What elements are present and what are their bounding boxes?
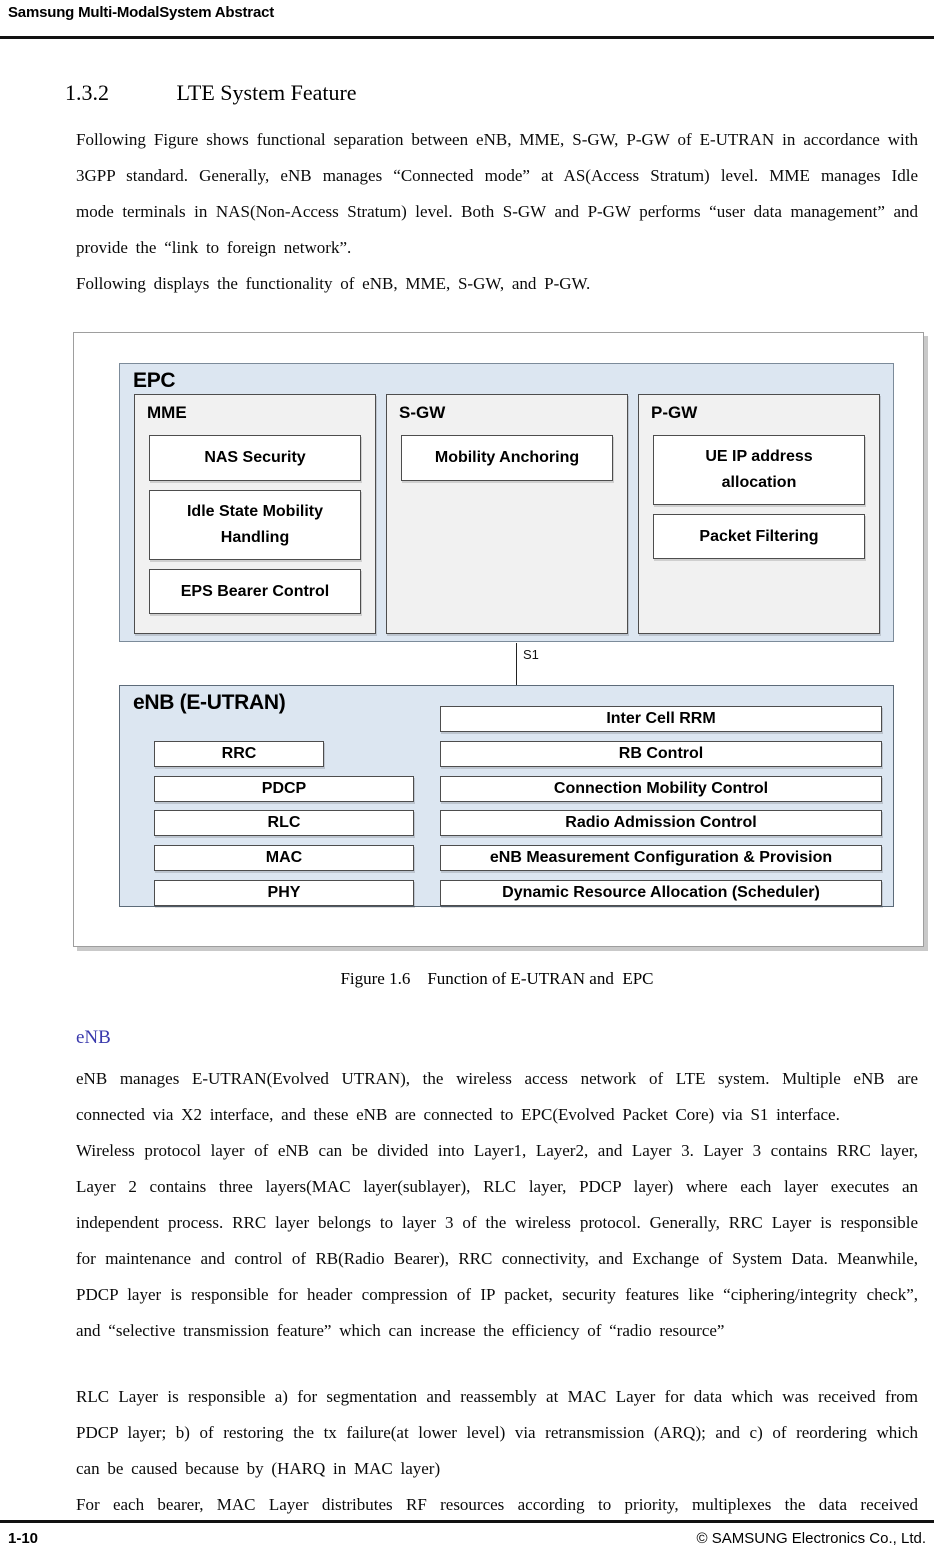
rlc-box: RLC: [154, 810, 414, 836]
dynamic-resource-allocation-box: Dynamic Resource Allocation (Scheduler): [440, 880, 882, 906]
pdcp-box: PDCP: [154, 776, 414, 802]
mme-label: MME: [147, 403, 187, 422]
paragraph-enb-4: For each bearer, MAC Layer distributes R…: [76, 1495, 918, 1514]
figure-diagram: EPC MME NAS Security Idle State Mobility…: [73, 332, 924, 947]
rrc-box: RRC: [154, 741, 324, 767]
paragraph-intro-2: Following displays the functionality of …: [76, 274, 591, 293]
section-number: 1.3.2: [65, 80, 109, 105]
pgw-box: P-GW UE IP address allocation Packet Fil…: [638, 394, 880, 634]
paragraph-enb-2: Wireless protocol layer of eNB can be di…: [76, 1141, 918, 1340]
section-heading: 1.3.2 LTE System Feature: [65, 80, 918, 106]
sgw-label: S-GW: [399, 403, 446, 422]
radio-admission-control-box: Radio Admission Control: [440, 810, 882, 836]
s1-label: S1: [523, 647, 539, 662]
inter-cell-rrm-box: Inter Cell RRM: [440, 706, 882, 732]
idle-state-mobility-handling-box: Idle State Mobility Handling: [149, 490, 361, 560]
paragraph-intro-1: Following Figure shows functional separa…: [76, 130, 918, 257]
footer-page-number: 1-10: [8, 1530, 39, 1547]
connection-mobility-control-box: Connection Mobility Control: [440, 776, 882, 802]
epc-columns: MME NAS Security Idle State Mobility Han…: [134, 394, 880, 634]
s1-connector-line: [516, 643, 517, 685]
enb-block: eNB (E-UTRAN) RRC PDCP RLC MAC PHY Inter…: [119, 685, 894, 907]
main-column: 1.3.2 LTE System Feature Following Figur…: [65, 40, 924, 1523]
section-title: LTE System Feature: [176, 80, 357, 105]
rb-control-box: RB Control: [440, 741, 882, 767]
epc-block: EPC MME NAS Security Idle State Mobility…: [119, 363, 894, 642]
mme-box: MME NAS Security Idle State Mobility Han…: [134, 394, 376, 634]
mac-box: MAC: [154, 845, 414, 871]
mobility-anchoring-box: Mobility Anchoring: [401, 435, 613, 481]
header-title: Samsung Multi-ModalSystem Abstract: [8, 4, 275, 21]
paragraph-enb-3: RLC Layer is responsible a) for segmenta…: [76, 1387, 918, 1478]
ue-ip-address-allocation-box: UE IP address allocation: [653, 435, 865, 505]
footer-copyright: © SAMSUNG Electronics Co., Ltd.: [696, 1530, 926, 1547]
enb-measurement-configuration-box: eNB Measurement Configuration & Provisio…: [440, 845, 882, 871]
figure-caption: Figure 1.6 Function of E-UTRAN and EPC: [340, 969, 654, 988]
footer-rule: [0, 1520, 934, 1523]
eps-bearer-control-box: EPS Bearer Control: [149, 569, 361, 614]
enb-section-heading: eNB: [76, 1027, 111, 1048]
nas-security-box: NAS Security: [149, 435, 361, 481]
packet-filtering-box: Packet Filtering: [653, 514, 865, 559]
phy-box: PHY: [154, 880, 414, 906]
epc-label: EPC: [133, 369, 176, 392]
paragraph-enb-1: eNB manages E-UTRAN(Evolved UTRAN), the …: [76, 1069, 918, 1124]
sgw-box: S-GW Mobility Anchoring: [386, 394, 628, 634]
enb-label: eNB (E-UTRAN): [133, 691, 286, 714]
header-rule: [0, 36, 934, 39]
pgw-label: P-GW: [651, 403, 698, 422]
